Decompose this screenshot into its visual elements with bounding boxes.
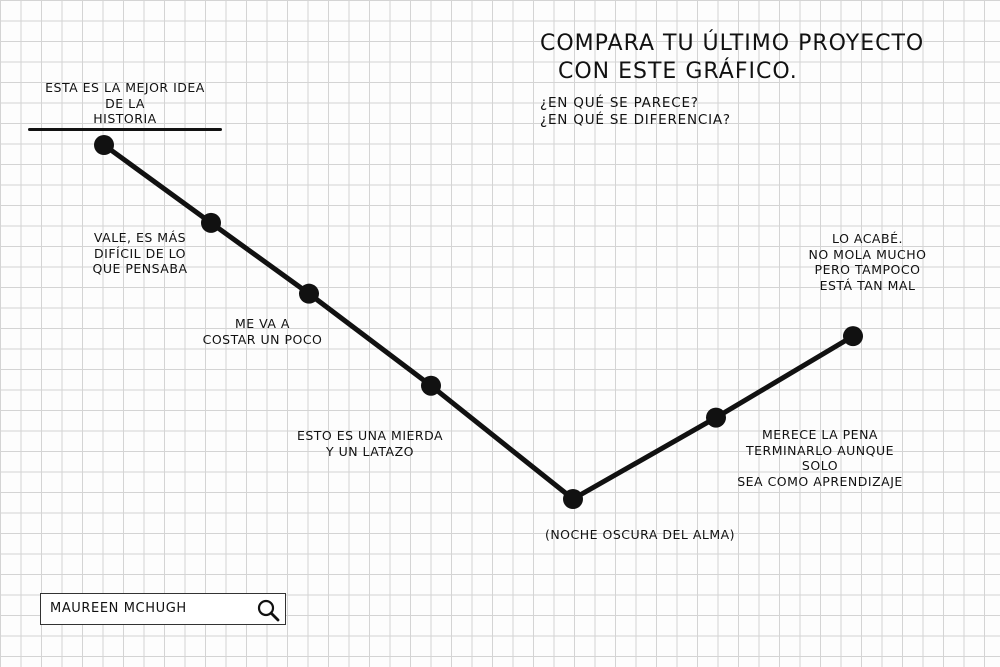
annotation-6-line-3: sea como aprendizaje — [737, 473, 903, 489]
title-line-1: Compara tu último proyecto — [540, 31, 925, 56]
annotation-point-4: Esto es una mierda y un latazo — [290, 428, 450, 459]
annotation-point-7: Lo acabé. No mola mucho pero tampoco est… — [805, 231, 930, 294]
annotation-point-2: Vale, es más difícil de lo que pensaba — [80, 230, 200, 277]
annotation-point-1: Esta es la mejor idea de la historia — [28, 80, 222, 131]
annotation-point-5: (Noche oscura del alma) — [540, 527, 740, 543]
data-point-5 — [563, 489, 583, 509]
annotation-7-line-4: está tan mal — [819, 277, 916, 293]
chart-title: Compara tu último proyecto con este gráf… — [540, 30, 924, 129]
annotation-4-line-2: y un latazo — [325, 443, 415, 459]
annotation-3-line-1: Me va a — [235, 316, 290, 331]
search-input[interactable]: Maureen McHugh — [50, 601, 187, 616]
annotation-point-6: Merece la pena terminarlo aunque solo se… — [735, 427, 905, 490]
annotation-3-line-2: costar un poco — [202, 331, 323, 347]
annotation-6-line-1: Merece la pena — [762, 427, 878, 442]
annotation-7-line-2: No mola mucho — [808, 246, 927, 262]
question-line-2: ¿En qué se diferencia? — [540, 111, 731, 128]
annotation-5-line-1: (Noche oscura del alma) — [544, 527, 736, 542]
question-line-1: ¿En qué se parece? — [540, 95, 699, 111]
annotation-1-line-1: Esta es la mejor idea — [45, 80, 205, 95]
annotation-point-3: Me va a costar un poco — [200, 316, 325, 347]
data-point-2 — [201, 212, 221, 233]
annotation-1-line-2: de la historia — [28, 96, 222, 131]
annotation-4-line-1: Esto es una mierda — [296, 428, 444, 443]
data-point-1 — [94, 135, 114, 155]
annotation-2-line-1: Vale, es más — [93, 230, 187, 245]
data-point-6 — [706, 407, 726, 428]
magnifier-icon[interactable] — [255, 597, 281, 623]
annotation-7-line-1: Lo acabé. — [832, 231, 903, 246]
data-point-4 — [421, 375, 441, 396]
underlined-word: historia — [28, 111, 222, 131]
annotation-2-line-3: que pensaba — [92, 261, 188, 277]
annotation-7-line-3: pero tampoco — [814, 262, 921, 278]
annotation-2-line-2: difícil de lo — [94, 245, 186, 261]
title-line-2: con este gráfico. — [558, 58, 798, 84]
annotation-6-line-2: terminarlo aunque solo — [745, 442, 895, 474]
data-point-3 — [299, 283, 319, 304]
search-box[interactable]: Maureen McHugh — [40, 593, 286, 625]
data-point-7 — [843, 326, 863, 347]
